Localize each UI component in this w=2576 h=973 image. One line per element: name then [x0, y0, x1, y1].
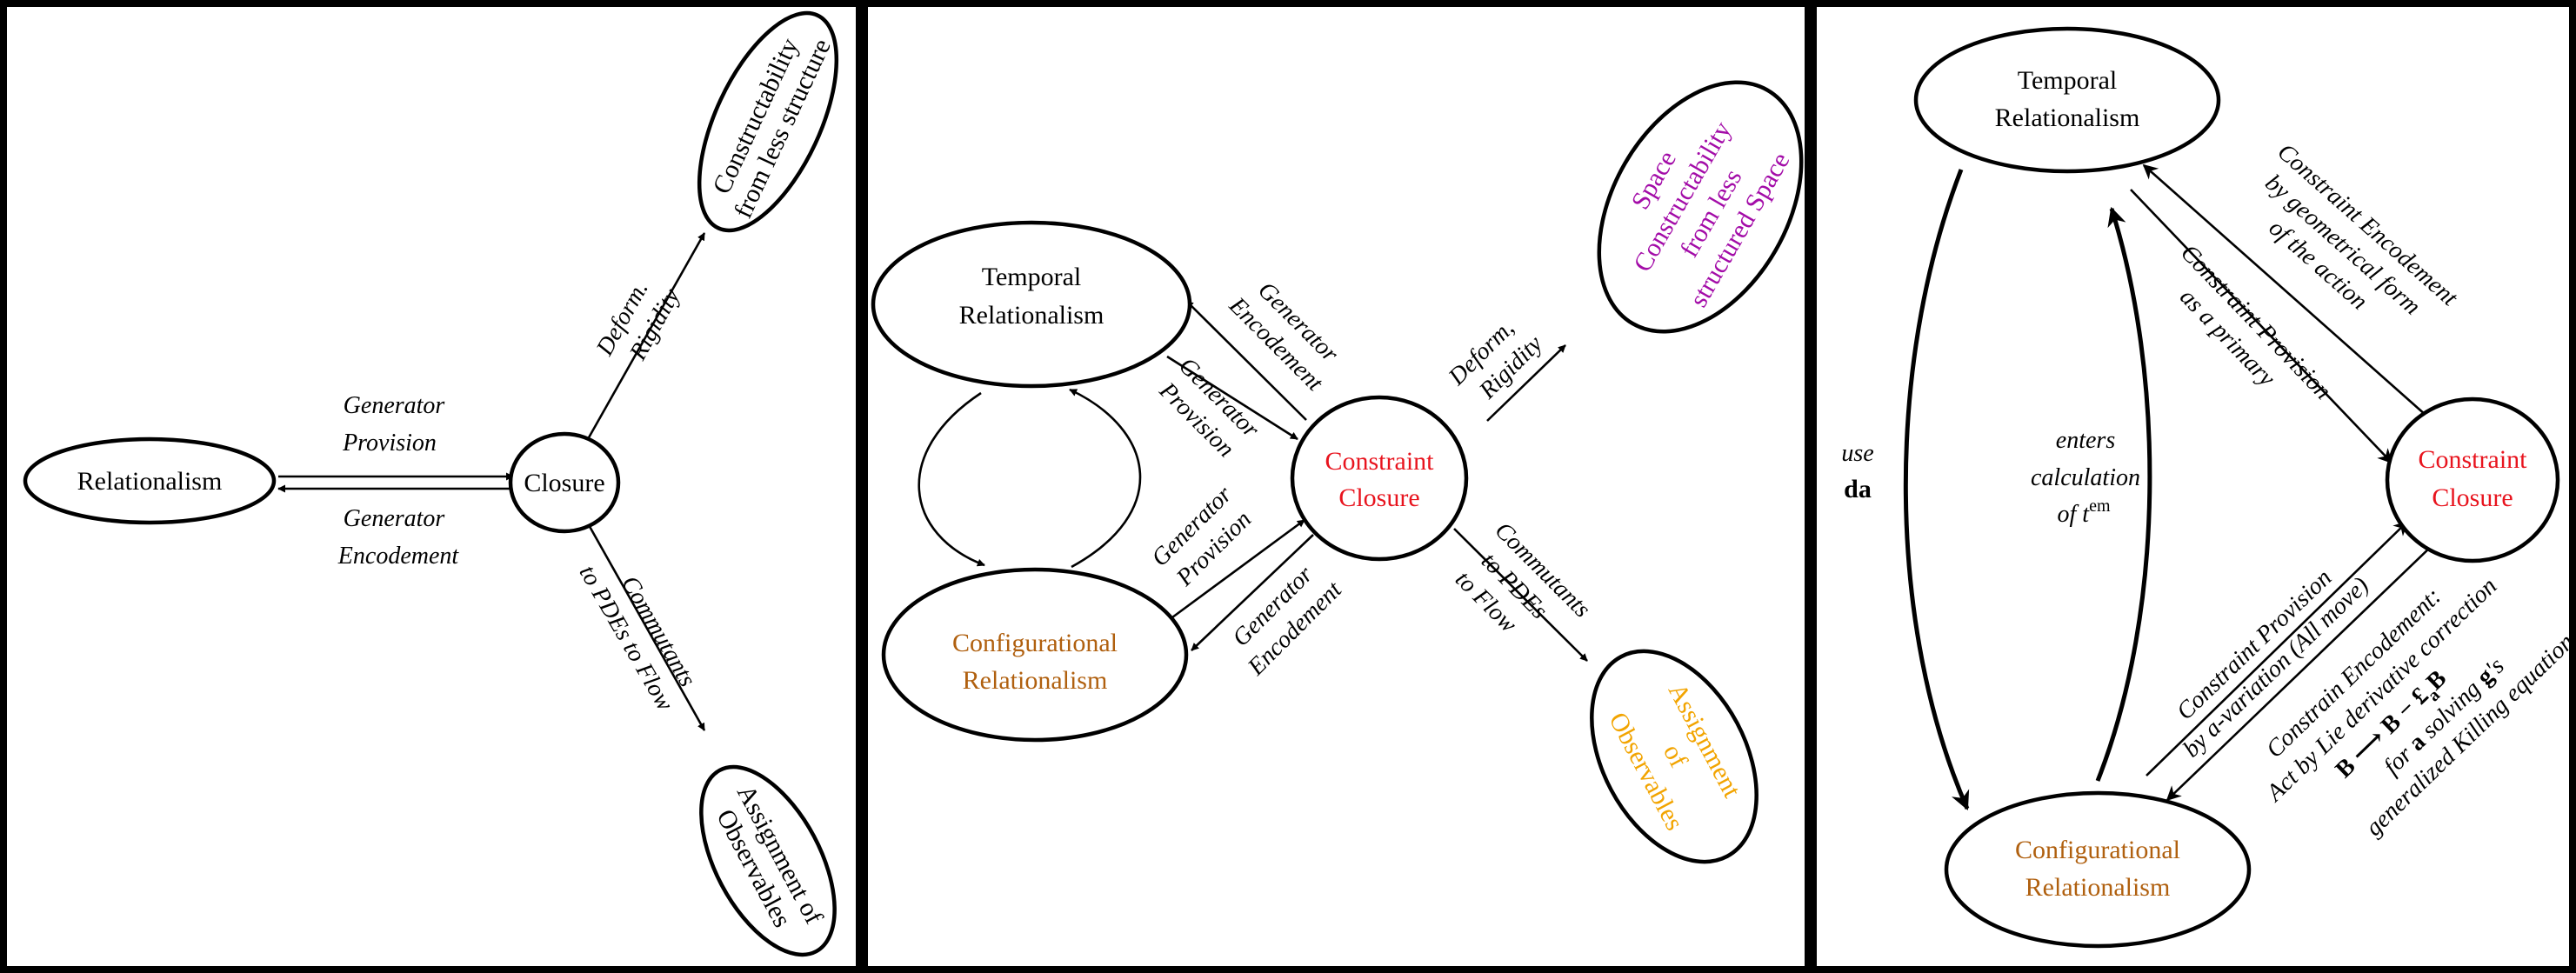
node-configurational-3-line2: Relationalism — [2025, 873, 2171, 902]
label-calculation: calculation — [2031, 464, 2140, 491]
node-constraint-closure-2-line1: Constraint — [1325, 447, 1435, 476]
node-configurational-2-line2: Relationalism — [963, 666, 1108, 695]
label-deform-1: Deform. Rigidity — [591, 277, 685, 365]
node-relationalism-label: Relationalism — [77, 467, 223, 496]
label-commutants-2: Commutants to PDEs to Flow — [1450, 516, 1596, 637]
node-temporal-3 — [1913, 26, 2221, 174]
label-gen-encodement-1b: Encodement — [337, 543, 460, 570]
label-commutants-1: Commutants to PDEs to Flow — [574, 561, 701, 716]
node-temporal-2 — [871, 220, 1192, 389]
label-of-tem: of tem — [2058, 496, 2111, 528]
edge-commutants-2 — [1453, 528, 1588, 662]
edge-cp-variation — [2146, 520, 2409, 776]
node-constraint-closure-3-line2: Closure — [2432, 483, 2513, 512]
loop-config-to-temporal — [1069, 388, 1142, 569]
label-of-t: of t — [2058, 501, 2091, 528]
node-space-constructability: Space Constructability from less structu… — [1597, 80, 1804, 334]
node-configurational-2 — [881, 567, 1189, 743]
edge-use-da — [1903, 169, 1970, 811]
edge-gen-encodement-top — [1185, 300, 1307, 421]
panel-3: Temporal Relationalism Configurational R… — [1841, 26, 2576, 949]
label-gen-provision-1a: Generator — [344, 392, 445, 419]
node-temporal-3-line1: Temporal — [2018, 66, 2118, 95]
node-temporal-2-line2: Relationalism — [959, 301, 1104, 330]
node-configurational-2-line1: Configurational — [952, 629, 1118, 657]
label-gen-provision-top: Generator Provision — [1153, 352, 1265, 463]
node-configurational-3 — [1944, 790, 2252, 949]
label-gen-encodement-1a: Generator — [344, 505, 445, 532]
edge-gen-encodement-bottom — [1191, 534, 1314, 651]
loop-temporal-to-config — [918, 391, 985, 567]
node-constraint-closure-3-line1: Constraint — [2419, 445, 2528, 474]
label-use: use — [1841, 440, 1873, 467]
panel-1-frame — [0, 0, 863, 973]
node-constructability: Constructability from less structure — [697, 10, 839, 233]
edge-deform-1 — [586, 232, 706, 440]
edge-ce-geom — [2142, 163, 2427, 417]
edge-cp-primary — [2130, 189, 2393, 464]
edge-deform-2 — [1486, 344, 1566, 422]
edge-enters-calculation — [2095, 206, 2152, 782]
label-gen-encodement-bottom: Generator Encodement — [1227, 561, 1347, 681]
node-temporal-3-line2: Relationalism — [1995, 103, 2140, 132]
label-enters: enters — [2056, 427, 2116, 454]
panel-2: Temporal Relationalism Configurational R… — [871, 80, 1804, 864]
node-constraint-closure-2 — [1290, 395, 1469, 562]
label-em-superscript: em — [2089, 496, 2111, 516]
node-observables-1: Assignment of Observables — [699, 764, 837, 957]
node-constraint-closure-2-line2: Closure — [1338, 483, 1419, 512]
panel-2-frame — [861, 0, 1812, 973]
node-closure — [508, 431, 621, 534]
node-relationalism — [23, 437, 277, 525]
node-observables-2: Assignment of Observables — [1590, 649, 1758, 864]
edge-commutants-1 — [586, 523, 706, 731]
label-gen-provision-bottom: Generator Provision — [1146, 481, 1257, 592]
node-constraint-closure-3 — [2385, 397, 2560, 563]
label-gen-provision-1b: Provision — [342, 430, 437, 457]
edge-gen-provision-bottom — [1171, 518, 1305, 619]
edge-ce-lie — [2166, 543, 2434, 802]
panel-3-frame — [1810, 0, 2576, 973]
node-temporal-2-line1: Temporal — [982, 263, 1082, 291]
node-configurational-3-line1: Configurational — [2015, 836, 2180, 864]
label-da: da — [1844, 475, 1872, 503]
label-gen-encodement-top: Generator Encodement — [1223, 277, 1343, 397]
label-ce-lie: Constrain Encodement: Act by Lie derivat… — [2260, 573, 2576, 842]
label-deform-2: Deform, Rigidity — [1443, 315, 1548, 405]
edge-gen-provision-top — [1166, 355, 1298, 441]
node-closure-label: Closure — [524, 469, 604, 497]
panel-1: Relationalism Closure Constructability f… — [23, 10, 839, 957]
